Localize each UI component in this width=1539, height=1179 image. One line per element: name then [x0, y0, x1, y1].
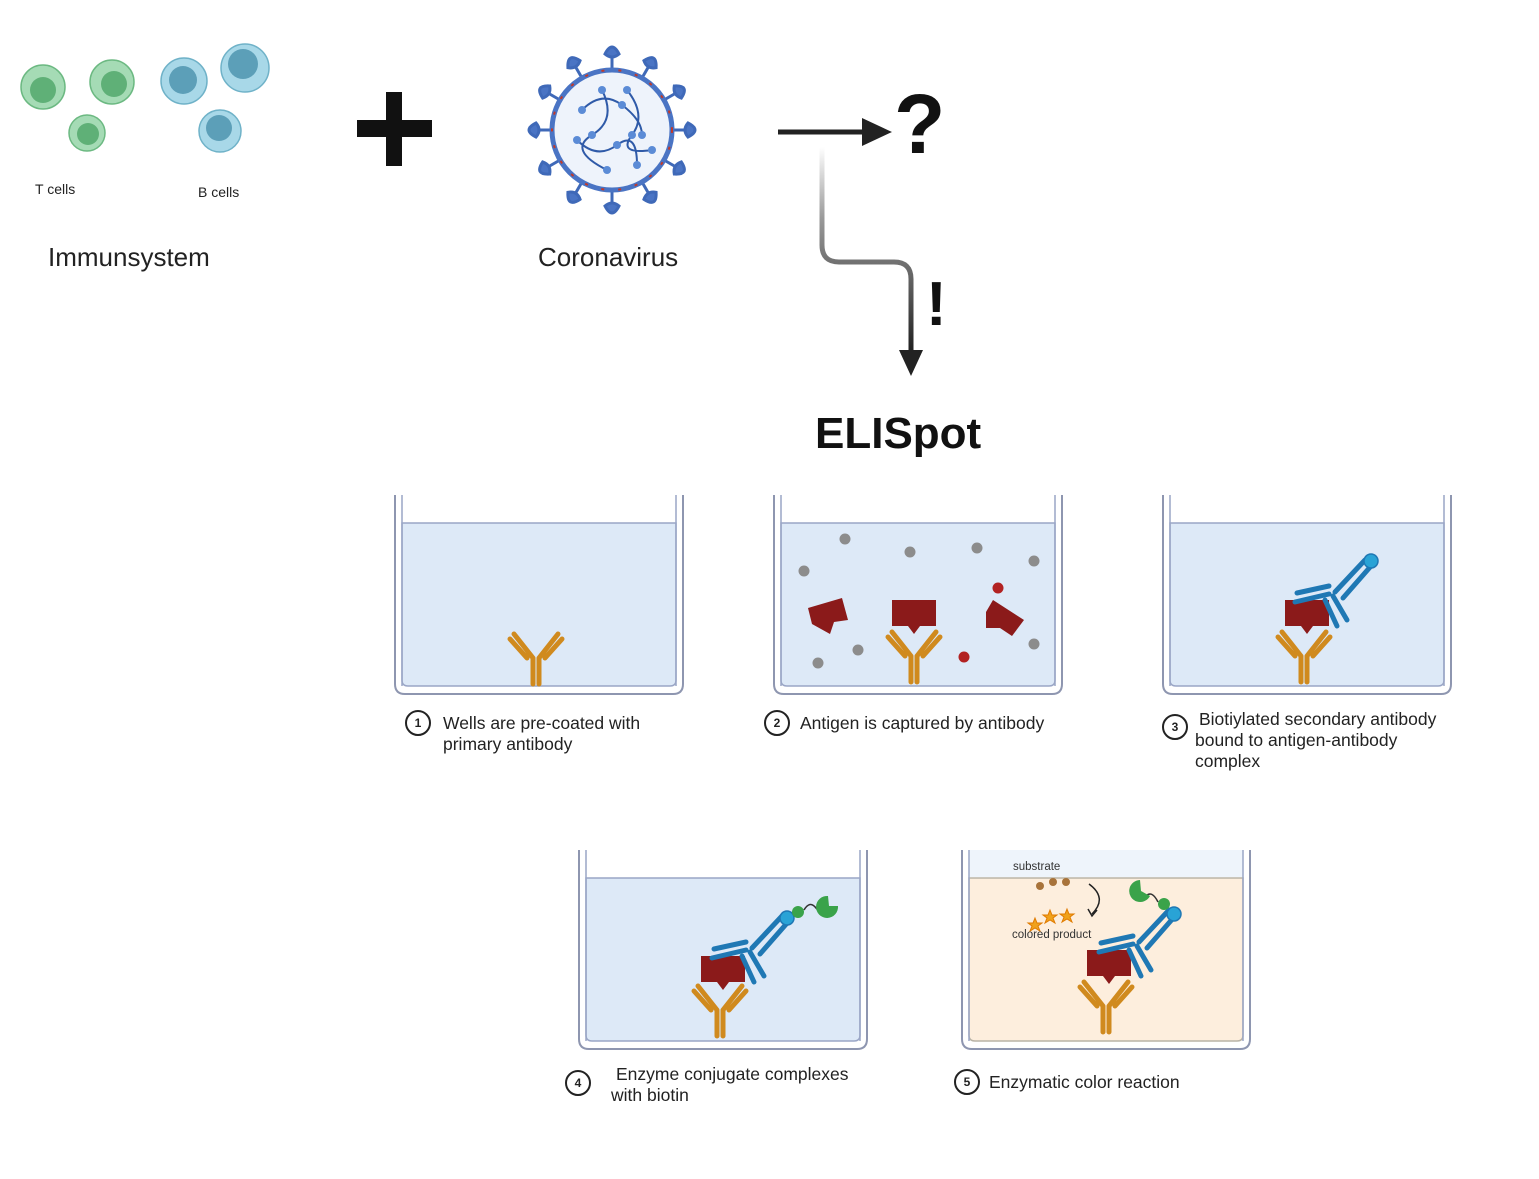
step-2-caption: Antigen is captured by antibody [800, 713, 1045, 733]
step-4-badge: 4 [565, 1070, 591, 1096]
b-cells-label: B cells [198, 184, 240, 200]
well-3 [1162, 495, 1452, 695]
step-2-badge: 2 [764, 710, 790, 736]
colored-product-label: colored product [1012, 929, 1092, 941]
plus-icon [357, 92, 432, 166]
coronavirus-label: Coronavirus [538, 242, 679, 272]
coronavirus-icon [527, 45, 697, 215]
b-cells-icon [160, 43, 270, 153]
well-4 [578, 850, 868, 1050]
step-1-badge: 1 [405, 710, 431, 736]
substrate-label: substrate [1013, 861, 1061, 873]
well-2 [773, 495, 1063, 695]
t-cells-icon [20, 59, 135, 152]
bent-arrow-icon [819, 147, 923, 376]
exclamation-mark: ! [926, 270, 947, 339]
well-5 [961, 850, 1251, 1050]
step-5-caption: Enzymatic color reaction [989, 1072, 1180, 1092]
well-1 [394, 495, 684, 695]
arrow-icon [778, 118, 892, 146]
step-3-badge: 3 [1162, 714, 1188, 740]
page-title: ELISpot [815, 409, 982, 458]
t-cells-label: T cells [35, 181, 76, 197]
step-5-badge: 5 [954, 1069, 980, 1095]
question-mark: ? [894, 77, 946, 171]
immunsystem-label: Immunsystem [48, 242, 210, 272]
